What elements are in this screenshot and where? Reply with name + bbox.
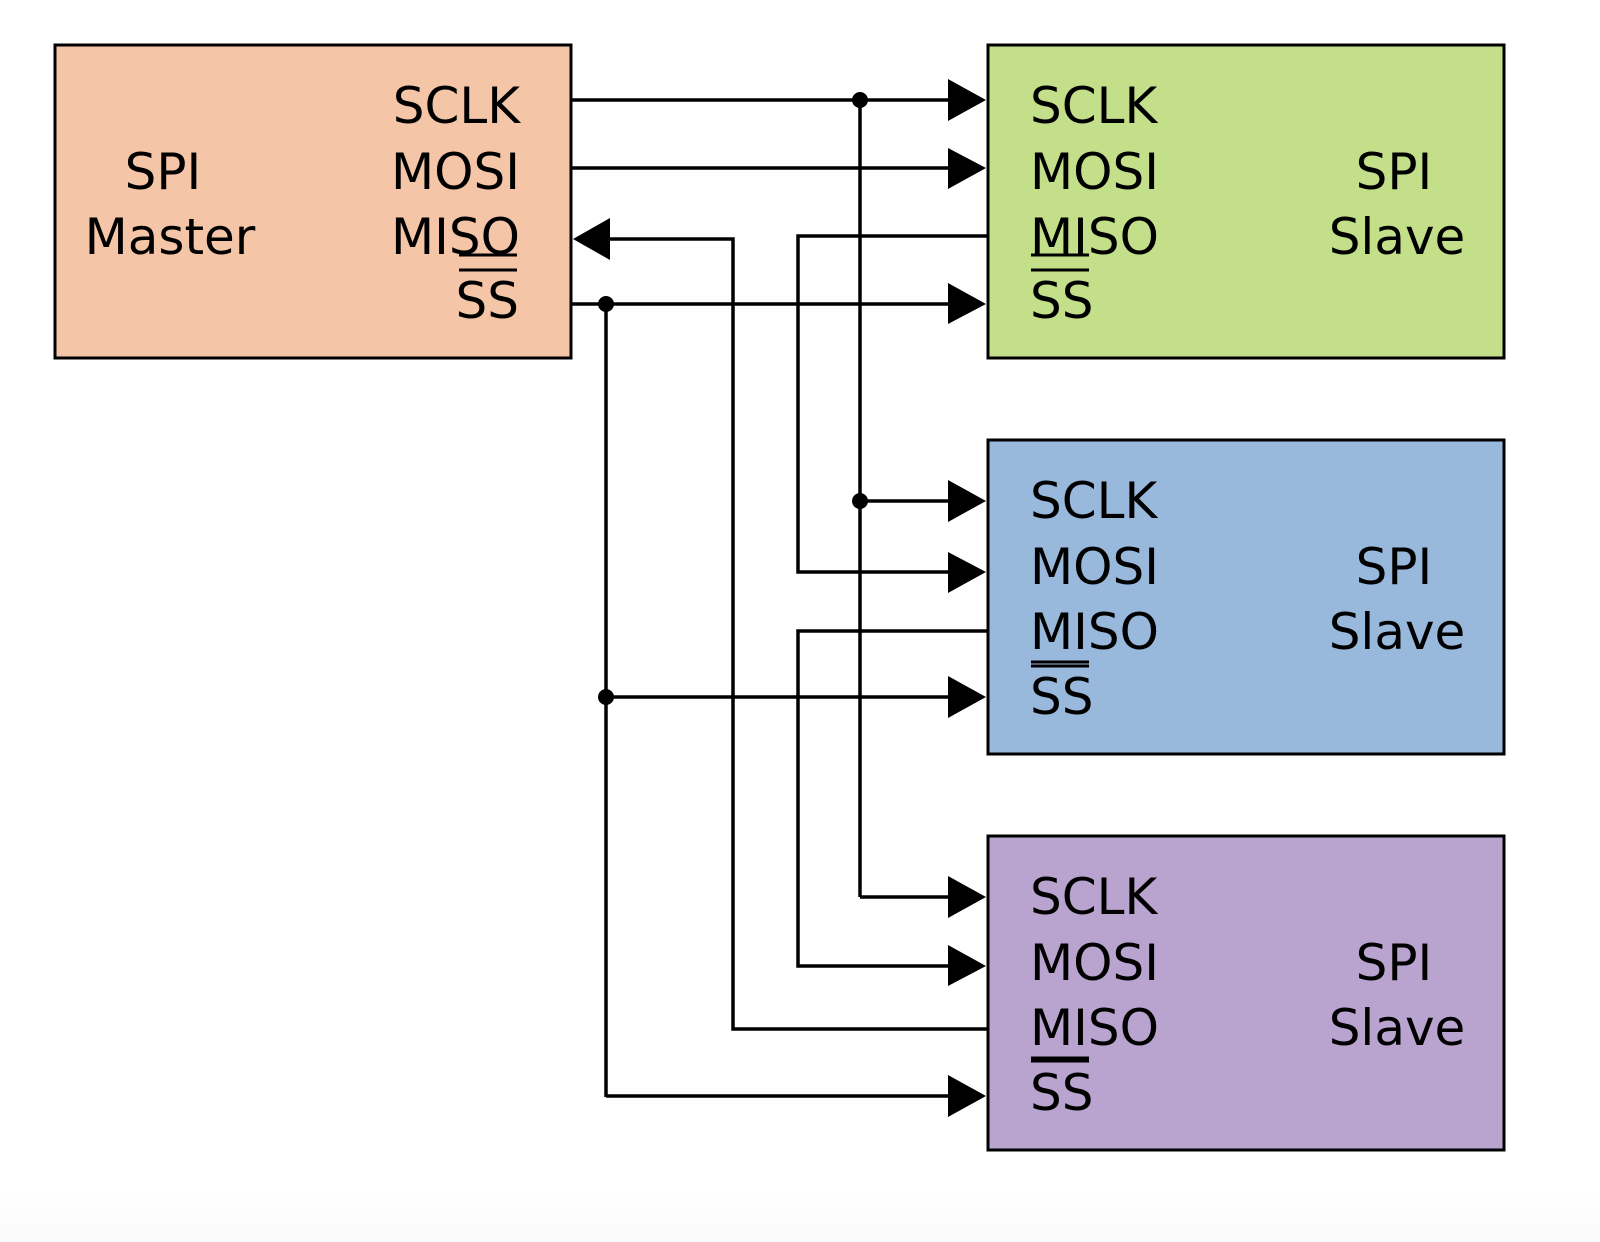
arrow-slave-3-ss [948, 1075, 986, 1117]
slave-1-pin-ss: SS [1030, 272, 1093, 330]
arrow-slave-1-mosi [948, 148, 986, 189]
master-pin-miso: MISO [391, 208, 520, 266]
arrowheads [573, 79, 986, 1117]
slave-1-pin-miso: MISO [1030, 208, 1159, 266]
slave-1-title-line2: Slave [1329, 208, 1466, 266]
arrow-slave-2-sclk [948, 480, 986, 522]
spi-slave-1-block: SCLK MOSI MISO SS SPI Slave [986, 43, 1506, 360]
slave-3-title-line1: SPI [1356, 934, 1433, 992]
junctions [598, 92, 868, 705]
junction-ss-top [598, 296, 614, 312]
slave-2-pin-mosi: MOSI [1030, 538, 1159, 596]
slave-3-title-line2: Slave [1329, 999, 1466, 1057]
wire-slave-3-miso-to-master [608, 237, 988, 1031]
slave-2-pin-ss: SS [1030, 668, 1093, 726]
wire-slave-1-miso-to-slave-2-mosi [796, 234, 988, 574]
slave-1-box [986, 43, 1506, 360]
slave-3-box [986, 834, 1506, 1152]
junction-sclk-slave-2 [852, 493, 868, 509]
slave-1-title-line1: SPI [1356, 143, 1433, 201]
master-title-line2: Master [85, 208, 256, 266]
master-pin-ss: SS [456, 272, 519, 330]
spi-slave-2-block: SCLK MOSI MISO SS SPI Slave [986, 438, 1506, 756]
slave-2-title-line2: Slave [1329, 603, 1466, 661]
master-pin-mosi: MOSI [391, 143, 520, 201]
spi-slave-3-block: SCLK MOSI MISO SS SPI Slave [986, 834, 1506, 1152]
spi-master-block: SPI Master SCLK MOSI MISO SS [53, 43, 573, 360]
junction-ss-slave-2 [598, 689, 614, 705]
slave-2-pin-sclk: SCLK [1030, 472, 1159, 530]
slave-1-pin-mosi: MOSI [1030, 143, 1159, 201]
arrow-slave-1-sclk [948, 79, 986, 121]
slave-2-box [986, 438, 1506, 756]
master-pin-sclk: SCLK [393, 77, 522, 135]
slave-3-pin-mosi: MOSI [1030, 934, 1159, 992]
slave-3-pin-ss: SS [1030, 1064, 1093, 1122]
slave-2-pin-miso: MISO [1030, 603, 1159, 661]
arrow-slave-3-mosi [948, 945, 986, 986]
master-box [53, 43, 573, 360]
wire-slave-2-miso-to-slave-3-mosi [796, 629, 988, 968]
arrow-slave-3-sclk [948, 876, 986, 918]
master-title-line1: SPI [125, 143, 202, 201]
arrow-slave-1-ss [948, 283, 986, 324]
slave-3-pin-miso: MISO [1030, 999, 1159, 1057]
arrow-slave-2-ss [948, 676, 986, 718]
slave-2-title-line1: SPI [1356, 538, 1433, 596]
wires [571, 98, 988, 1098]
slave-3-pin-sclk: SCLK [1030, 868, 1159, 926]
junction-sclk-top [852, 92, 868, 108]
arrow-master-miso [573, 218, 610, 260]
slave-1-pin-sclk: SCLK [1030, 77, 1159, 135]
arrow-slave-2-mosi [948, 552, 986, 593]
